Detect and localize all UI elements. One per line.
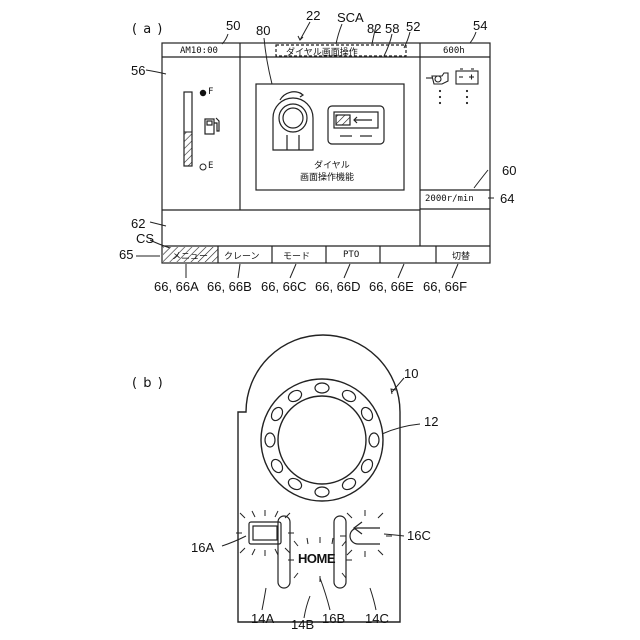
ref-82: 82 bbox=[367, 21, 381, 36]
fuel-gauge bbox=[184, 90, 219, 170]
dial-caption-line2: 画面操作機能 bbox=[300, 170, 354, 183]
more-items-dots bbox=[439, 90, 468, 104]
ref-66f: 66, 66F bbox=[423, 279, 467, 294]
ref-60: 60 bbox=[502, 163, 516, 178]
ref-16a: 16A bbox=[191, 540, 214, 555]
fuel-full-label: F bbox=[208, 87, 213, 97]
ref-10: 10 bbox=[404, 366, 418, 381]
controller-housing bbox=[238, 335, 400, 622]
dial-controller bbox=[238, 335, 400, 622]
ref-14a: 14A bbox=[251, 611, 274, 626]
panel-b-label: ( b ) bbox=[132, 376, 164, 391]
warning-lamps bbox=[426, 69, 478, 104]
tab-mode[interactable]: モード bbox=[283, 249, 310, 262]
fuel-full-dot bbox=[200, 90, 206, 96]
ref-52: 52 bbox=[406, 19, 420, 34]
dial-knob-inner bbox=[278, 396, 366, 484]
home-button-label: HOME bbox=[298, 551, 335, 566]
display-small-icon bbox=[328, 106, 384, 144]
oil-can-icon bbox=[426, 73, 448, 84]
ref-66a: 66, 66A bbox=[154, 279, 199, 294]
fuel-pump-icon bbox=[205, 118, 219, 134]
ref-62: 62 bbox=[131, 216, 145, 231]
ref-sca: SCA bbox=[337, 10, 364, 25]
button-16c-return-icon bbox=[340, 510, 392, 557]
ref-66b: 66, 66B bbox=[207, 279, 252, 294]
slot-left bbox=[278, 516, 290, 588]
tab-pto[interactable]: PTO bbox=[343, 250, 359, 260]
ref-80: 80 bbox=[256, 23, 270, 38]
ref-56: 56 bbox=[131, 63, 145, 78]
ref-66d: 66, 66D bbox=[315, 279, 361, 294]
panel-a-label: ( a ) bbox=[132, 22, 163, 37]
battery-icon bbox=[456, 69, 478, 84]
fuel-empty-dot bbox=[200, 164, 206, 170]
ref-16b: 16B bbox=[322, 611, 345, 626]
leader-lines-b bbox=[222, 378, 420, 618]
ref-12: 12 bbox=[424, 414, 438, 429]
ref-14b: 14B bbox=[291, 617, 314, 632]
hour-meter: 600h bbox=[443, 46, 465, 56]
glow-rays-16a bbox=[236, 510, 294, 556]
ref-14c: 14C bbox=[365, 611, 389, 626]
glow-rays-16c bbox=[340, 510, 392, 557]
tab-switch[interactable]: 切替 bbox=[452, 249, 470, 262]
tab-menu[interactable]: メニュー bbox=[172, 249, 208, 262]
ref-50: 50 bbox=[226, 18, 240, 33]
ref-cs: CS bbox=[136, 231, 154, 246]
tab-crane[interactable]: クレーン bbox=[224, 249, 260, 262]
ref-66e: 66, 66E bbox=[369, 279, 414, 294]
fuel-bar-fill bbox=[184, 132, 192, 166]
ref-22: 22 bbox=[306, 8, 320, 23]
ref-54: 54 bbox=[473, 18, 487, 33]
clock-readout: AM10:00 bbox=[180, 46, 218, 56]
engine-rpm: 2000r/min bbox=[425, 194, 474, 204]
slot-right bbox=[334, 516, 346, 588]
ref-58: 58 bbox=[385, 21, 399, 36]
ref-16c: 16C bbox=[407, 528, 431, 543]
screen-title: ダイヤル画面操作 bbox=[286, 45, 358, 58]
dial-knob-grips bbox=[265, 383, 379, 497]
ref-65: 65 bbox=[119, 247, 133, 262]
button-16a-screen-icon bbox=[236, 510, 294, 556]
fuel-empty-label: E bbox=[208, 161, 213, 171]
dial-knob-outer bbox=[261, 379, 383, 501]
ref-66c: 66, 66C bbox=[261, 279, 307, 294]
ref-64: 64 bbox=[500, 191, 514, 206]
dial-controller-small-icon bbox=[273, 92, 313, 150]
